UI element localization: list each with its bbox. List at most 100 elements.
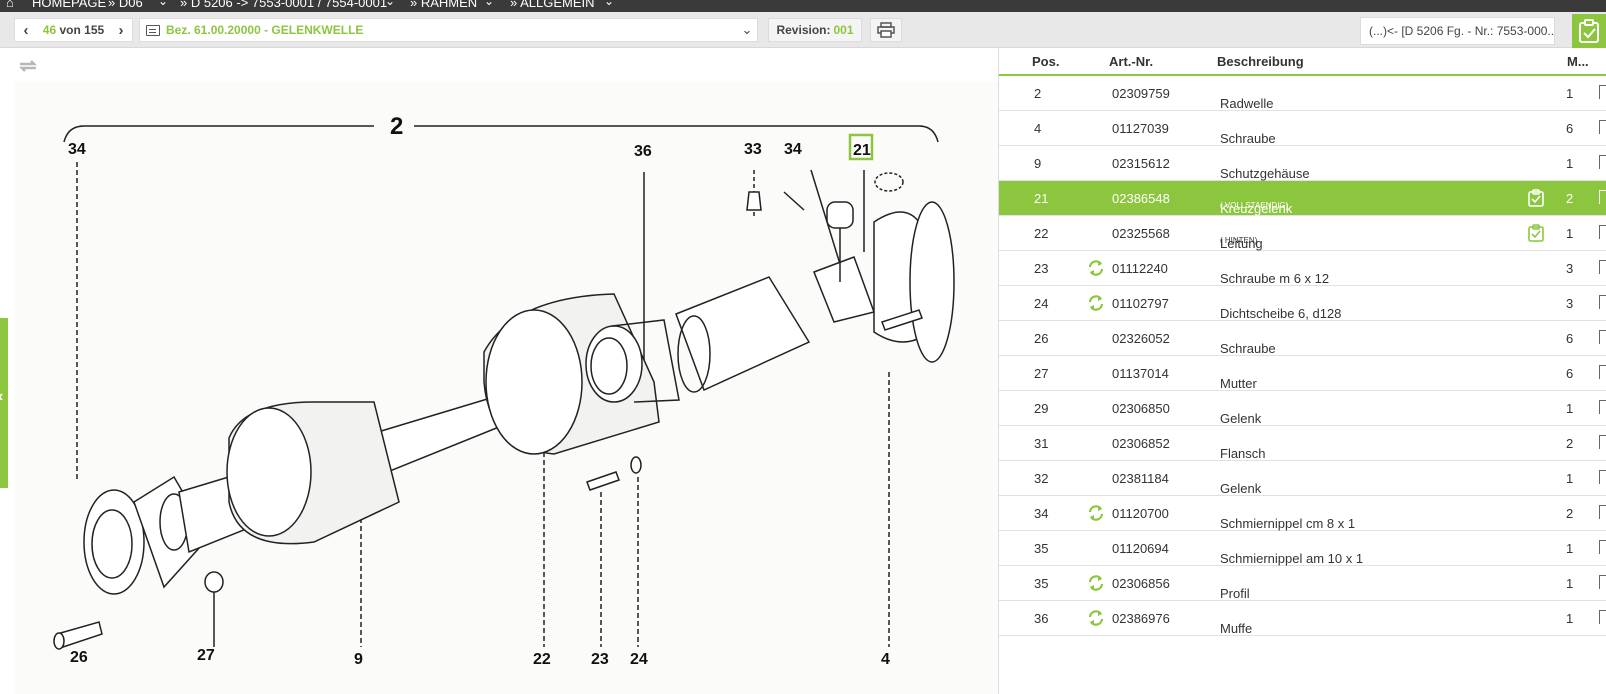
table-row[interactable]: 29 02306850 Gelenk 1: [999, 391, 1606, 426]
table-row[interactable]: 23 01112240 Schraube m 6 x 12 3: [999, 251, 1606, 286]
table-row[interactable]: 35 01120694 Schmiernippel am 10 x 1 1: [999, 531, 1606, 566]
breadcrumb-item-model[interactable]: » D 5206 -> 7553-0001 / 7554-0001: [180, 0, 388, 10]
cell-pos: 27: [1034, 366, 1049, 381]
cell-menge: 1: [1566, 226, 1574, 241]
cell-menge: 3: [1566, 296, 1574, 311]
clipboard-check-icon[interactable]: [1527, 224, 1545, 242]
callout-label: 21: [853, 142, 871, 159]
chevron-down-icon[interactable]: ⌄: [741, 22, 753, 37]
cell-art-nr: 02306850: [1112, 401, 1170, 416]
cell-menge: 2: [1566, 436, 1574, 451]
row-action-icon[interactable]: [1599, 505, 1606, 519]
row-action-icon[interactable]: [1599, 435, 1606, 449]
table-row[interactable]: 24 01102797 Dichtscheibe 6, d128 3: [999, 286, 1606, 321]
cell-menge: 1: [1566, 541, 1574, 556]
row-action-icon[interactable]: [1599, 295, 1606, 309]
cell-art-nr: 01137014: [1112, 366, 1169, 381]
table-row[interactable]: 36 02386976 Muffe 1: [999, 601, 1606, 636]
cell-menge: 1: [1566, 576, 1574, 591]
row-action-icon[interactable]: [1599, 400, 1606, 414]
cell-pos: 31: [1034, 436, 1049, 451]
cell-pos: 21: [1034, 191, 1049, 206]
parts-list-button[interactable]: [1572, 14, 1606, 48]
context-search-input[interactable]: (...)<- [D 5206 Fg. - Nr.: 7553-000...: [1360, 17, 1555, 45]
clipboard-check-icon: [1579, 19, 1599, 43]
side-panel-toggle[interactable]: ‹: [0, 318, 8, 488]
sync-icon[interactable]: [1087, 575, 1105, 591]
sync-icon[interactable]: [1087, 260, 1105, 276]
breadcrumb-item-d06[interactable]: » D06: [108, 0, 143, 10]
callout-label: 9: [354, 651, 363, 668]
print-button[interactable]: [870, 18, 902, 42]
sync-icon[interactable]: [1087, 610, 1105, 626]
row-action-icon[interactable]: [1599, 190, 1606, 204]
table-row[interactable]: 26 02326052 Schraube 6: [999, 321, 1606, 356]
chevron-down-icon[interactable]: ⌄: [484, 0, 495, 8]
column-header-beschreibung[interactable]: Beschreibung: [1217, 54, 1304, 69]
breadcrumb: ⌂ HOMEPAGE » D06 ⌄ » D 5206 -> 7553-0001…: [0, 0, 1606, 12]
row-action-icon[interactable]: [1599, 610, 1606, 624]
next-page-button[interactable]: ›: [118, 21, 124, 39]
cell-pos: 29: [1034, 401, 1049, 416]
column-header-menge[interactable]: M...: [1567, 54, 1589, 69]
callout-label: 4: [881, 651, 890, 668]
row-action-icon[interactable]: [1599, 260, 1606, 274]
sync-icon[interactable]: [1087, 295, 1105, 311]
cell-menge: 1: [1566, 471, 1574, 486]
table-row[interactable]: 22 02325568 Leitung ( HINTEN) 1: [999, 216, 1606, 251]
breadcrumb-item-allgemein[interactable]: » ALLGEMEIN: [510, 0, 595, 10]
sync-icon[interactable]: [1087, 505, 1105, 521]
callout-label: 26: [70, 649, 88, 666]
table-row[interactable]: 9 02315612 Schutzgehäuse 1: [999, 146, 1606, 181]
chevron-down-icon[interactable]: ⌄: [158, 0, 169, 8]
cell-art-nr: 02325568: [1112, 226, 1170, 241]
row-action-icon[interactable]: [1599, 470, 1606, 484]
home-icon[interactable]: ⌂: [6, 0, 14, 10]
column-header-pos[interactable]: Pos.: [1032, 54, 1060, 69]
callout-label: 22: [533, 651, 551, 668]
row-action-icon[interactable]: [1599, 540, 1606, 554]
prev-page-button[interactable]: ‹: [23, 21, 29, 39]
cell-art-nr: 01120700: [1112, 506, 1169, 521]
row-action-icon[interactable]: [1599, 85, 1606, 99]
column-header-art-nr[interactable]: Art.-Nr.: [1109, 54, 1154, 69]
table-header: Pos. Art.-Nr. Beschreibung M...: [999, 48, 1606, 76]
breadcrumb-item-rahmen[interactable]: » RAHMEN: [410, 0, 478, 10]
table-row[interactable]: 31 02306852 Flansch 2: [999, 426, 1606, 461]
table-row[interactable]: 34 01120700 Schmiernippel cm 8 x 1 2: [999, 496, 1606, 531]
chevron-down-icon[interactable]: ⌄: [385, 0, 396, 8]
table-row[interactable]: 35 02306856 Profil 1: [999, 566, 1606, 601]
cell-art-nr: 02326052: [1112, 331, 1170, 346]
revision-badge: Revision:001: [768, 18, 862, 42]
exploded-drawing: 2 34 36 33 34 21 9 22 23 24 4 26 27: [14, 82, 999, 694]
page-pager: ‹ 46 von 155 ›: [14, 18, 133, 42]
clipboard-check-icon[interactable]: [1527, 189, 1545, 207]
chevron-left-icon: ‹: [0, 388, 3, 406]
row-action-icon[interactable]: [1599, 365, 1606, 379]
rotate-icon[interactable]: [17, 55, 39, 77]
cell-menge: 1: [1566, 611, 1574, 626]
table-row[interactable]: 27 01137014 Mutter 6: [999, 356, 1606, 391]
cell-pos: 35: [1034, 541, 1049, 556]
cell-art-nr: 02386976: [1112, 611, 1170, 626]
row-action-icon[interactable]: [1599, 330, 1606, 344]
row-action-icon[interactable]: [1599, 120, 1606, 134]
cell-art-nr: 01127039: [1112, 121, 1169, 136]
row-action-icon[interactable]: [1599, 575, 1606, 589]
breadcrumb-item-home[interactable]: HOMEPAGE: [32, 0, 107, 10]
cell-pos: 34: [1034, 506, 1049, 521]
list-icon: [146, 24, 160, 36]
row-action-icon[interactable]: [1599, 155, 1606, 169]
table-row[interactable]: 4 01127039 Schraube 6: [999, 111, 1606, 146]
drawing-select[interactable]: Bez. 61.00.20000 - GELENKWELLE ⌄: [139, 18, 758, 42]
cell-menge: 1: [1566, 156, 1574, 171]
cell-pos: 9: [1034, 156, 1042, 171]
table-row[interactable]: 21 02386548 Kreuzgelenk ( VOLLSTAENDIG) …: [999, 181, 1606, 216]
cell-menge: 2: [1566, 191, 1574, 206]
chevron-down-icon[interactable]: ⌄: [604, 0, 615, 8]
row-action-icon[interactable]: [1599, 225, 1606, 239]
table-row[interactable]: 32 02381184 Gelenk 1: [999, 461, 1606, 496]
cell-art-nr: 01112240: [1112, 261, 1168, 276]
cell-pos: 26: [1034, 331, 1049, 346]
table-row[interactable]: 2 02309759 Radwelle 1: [999, 76, 1606, 111]
